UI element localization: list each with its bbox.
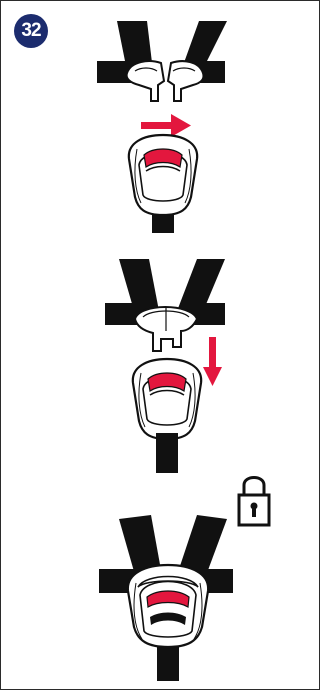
left-buckle-tongue <box>125 60 166 102</box>
buckle-receiver-1 <box>127 133 199 235</box>
right-arrow-icon <box>141 114 191 137</box>
panel-buckled-locked <box>99 476 271 681</box>
padlock-icon <box>237 476 271 527</box>
down-arrow-icon <box>203 337 222 386</box>
right-buckle-tongue <box>166 60 205 102</box>
panel-join-tongues <box>105 259 225 473</box>
locked-buckle <box>126 563 210 649</box>
panel-separate-tongues <box>97 21 227 235</box>
step-number-badge: 32 <box>14 14 48 48</box>
left-shoulder-strap-2 <box>119 259 159 321</box>
step-number: 32 <box>21 20 41 41</box>
crotch-strap <box>157 639 179 681</box>
buckle-receiver-2 <box>131 357 203 473</box>
